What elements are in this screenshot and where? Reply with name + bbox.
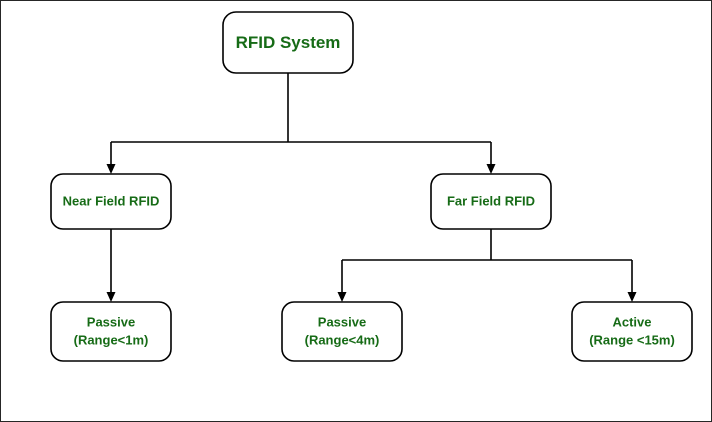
node-near-passive-label-line1: Passive bbox=[87, 314, 135, 329]
arrowhead-far-field bbox=[486, 164, 496, 174]
node-far-field-rfid-label: Far Field RFID bbox=[447, 193, 535, 208]
arrowhead-near-passive bbox=[106, 292, 116, 302]
connector-near-field-to-passive bbox=[106, 229, 116, 302]
node-far-active-box[interactable] bbox=[571, 301, 693, 362]
node-near-passive-box[interactable] bbox=[50, 301, 172, 362]
node-far-field-rfid[interactable]: Far Field RFID bbox=[430, 173, 552, 230]
arrowhead-near-field bbox=[106, 164, 116, 174]
arrowhead-far-active bbox=[627, 292, 637, 302]
node-far-passive-label-line1: Passive bbox=[318, 314, 366, 329]
node-near-passive[interactable]: Passive (Range<1m) bbox=[50, 301, 172, 362]
node-far-passive-box[interactable] bbox=[281, 301, 403, 362]
node-near-passive-label-line2: (Range<1m) bbox=[74, 332, 149, 347]
node-far-active-label-line1: Active bbox=[612, 314, 651, 329]
node-far-active-label-line2: (Range <15m) bbox=[589, 332, 675, 347]
node-rfid-system-box[interactable] bbox=[222, 11, 354, 74]
node-far-passive[interactable]: Passive (Range<4m) bbox=[281, 301, 403, 362]
arrowhead-far-passive bbox=[337, 292, 347, 302]
node-near-field-rfid[interactable]: Near Field RFID bbox=[50, 173, 172, 230]
node-near-field-rfid-label: Near Field RFID bbox=[63, 193, 160, 208]
node-far-active[interactable]: Active (Range <15m) bbox=[571, 301, 693, 362]
node-far-passive-label-line2: (Range<4m) bbox=[305, 332, 380, 347]
node-rfid-system[interactable]: RFID System bbox=[222, 11, 354, 74]
connector-root-to-level2 bbox=[106, 73, 496, 174]
node-far-field-rfid-box[interactable] bbox=[430, 173, 552, 230]
node-rfid-system-label: RFID System bbox=[236, 33, 341, 52]
connector-far-field-to-children bbox=[337, 229, 637, 302]
node-near-field-rfid-box[interactable] bbox=[50, 173, 172, 230]
